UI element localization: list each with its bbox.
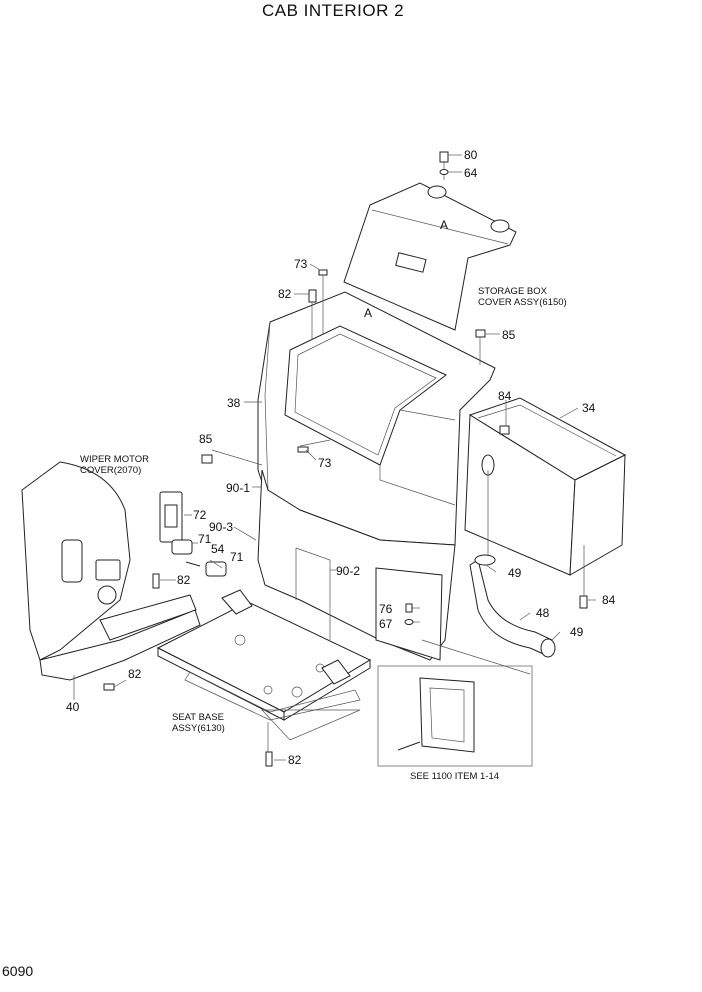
storage-box xyxy=(464,397,627,576)
ref-mark-a-panel: A xyxy=(364,306,373,320)
seat-base-note-line-2: ASSY(6130) xyxy=(172,723,225,734)
callout-label: 67 xyxy=(379,617,393,631)
callout-label: 90-3 xyxy=(209,520,234,534)
storage-box-note-line-1: STORAGE BOX xyxy=(478,286,547,297)
seat-base xyxy=(156,589,372,741)
callout-label: 84 xyxy=(498,389,512,403)
wiper-motor-cover xyxy=(21,461,201,681)
storage-box-note-line-2: COVER ASSY(6150) xyxy=(478,297,567,308)
see-ref-box xyxy=(377,665,533,767)
callout-label: 80 xyxy=(464,148,478,162)
callout-label: 54 xyxy=(211,542,225,556)
see-ref-note: SEE 1100 ITEM 1-14 xyxy=(410,771,500,782)
page-number: 6090 xyxy=(2,963,34,979)
callout-label: 72 xyxy=(193,508,207,522)
callout-label: 85 xyxy=(199,432,213,446)
storage-box-note: STORAGE BOX COVER ASSY(6150) xyxy=(478,286,567,308)
callout-label: 71 xyxy=(198,532,212,546)
wiper-motor-note-line-2: COVER(2070) xyxy=(80,465,142,476)
switch-parts xyxy=(159,491,227,577)
wiper-motor-note-line-1: WIPER MOTOR xyxy=(80,454,149,465)
leader-lines xyxy=(73,154,596,761)
seat-base-note-line-1: SEAT BASE xyxy=(172,712,224,723)
callout-label: 90-2 xyxy=(336,564,361,578)
callout-label: 82 xyxy=(278,287,292,301)
callout-label: 90-1 xyxy=(226,481,251,495)
storage-box-cover xyxy=(343,151,517,331)
diagram-title: CAB INTERIOR 2 xyxy=(262,1,405,20)
duct-hose xyxy=(469,554,556,658)
callout-label: 40 xyxy=(66,700,80,714)
callout-label: 85 xyxy=(502,328,516,342)
callout-label: 82 xyxy=(288,753,302,767)
seat-base-note: SEAT BASE ASSY(6130) xyxy=(172,712,225,734)
callout-label: 49 xyxy=(508,566,522,580)
ref-mark-a-top: A xyxy=(440,218,449,232)
callout-label: 73 xyxy=(294,257,308,271)
callout-label: 76 xyxy=(379,602,393,616)
callout-label: 34 xyxy=(582,401,596,415)
wiper-motor-note: WIPER MOTOR COVER(2070) xyxy=(80,454,149,476)
callout-label: 38 xyxy=(227,396,241,410)
callout-label: 73 xyxy=(318,456,332,470)
rear-panel xyxy=(257,291,496,546)
callout-label: 49 xyxy=(570,625,584,639)
callout-label: 82 xyxy=(177,573,191,587)
callout-label: 64 xyxy=(464,166,478,180)
callout-label: 82 xyxy=(128,667,142,681)
callout-label: 48 xyxy=(536,606,550,620)
callout-label: 84 xyxy=(602,593,616,607)
fasteners xyxy=(103,269,588,767)
callout-label: 71 xyxy=(230,550,244,564)
